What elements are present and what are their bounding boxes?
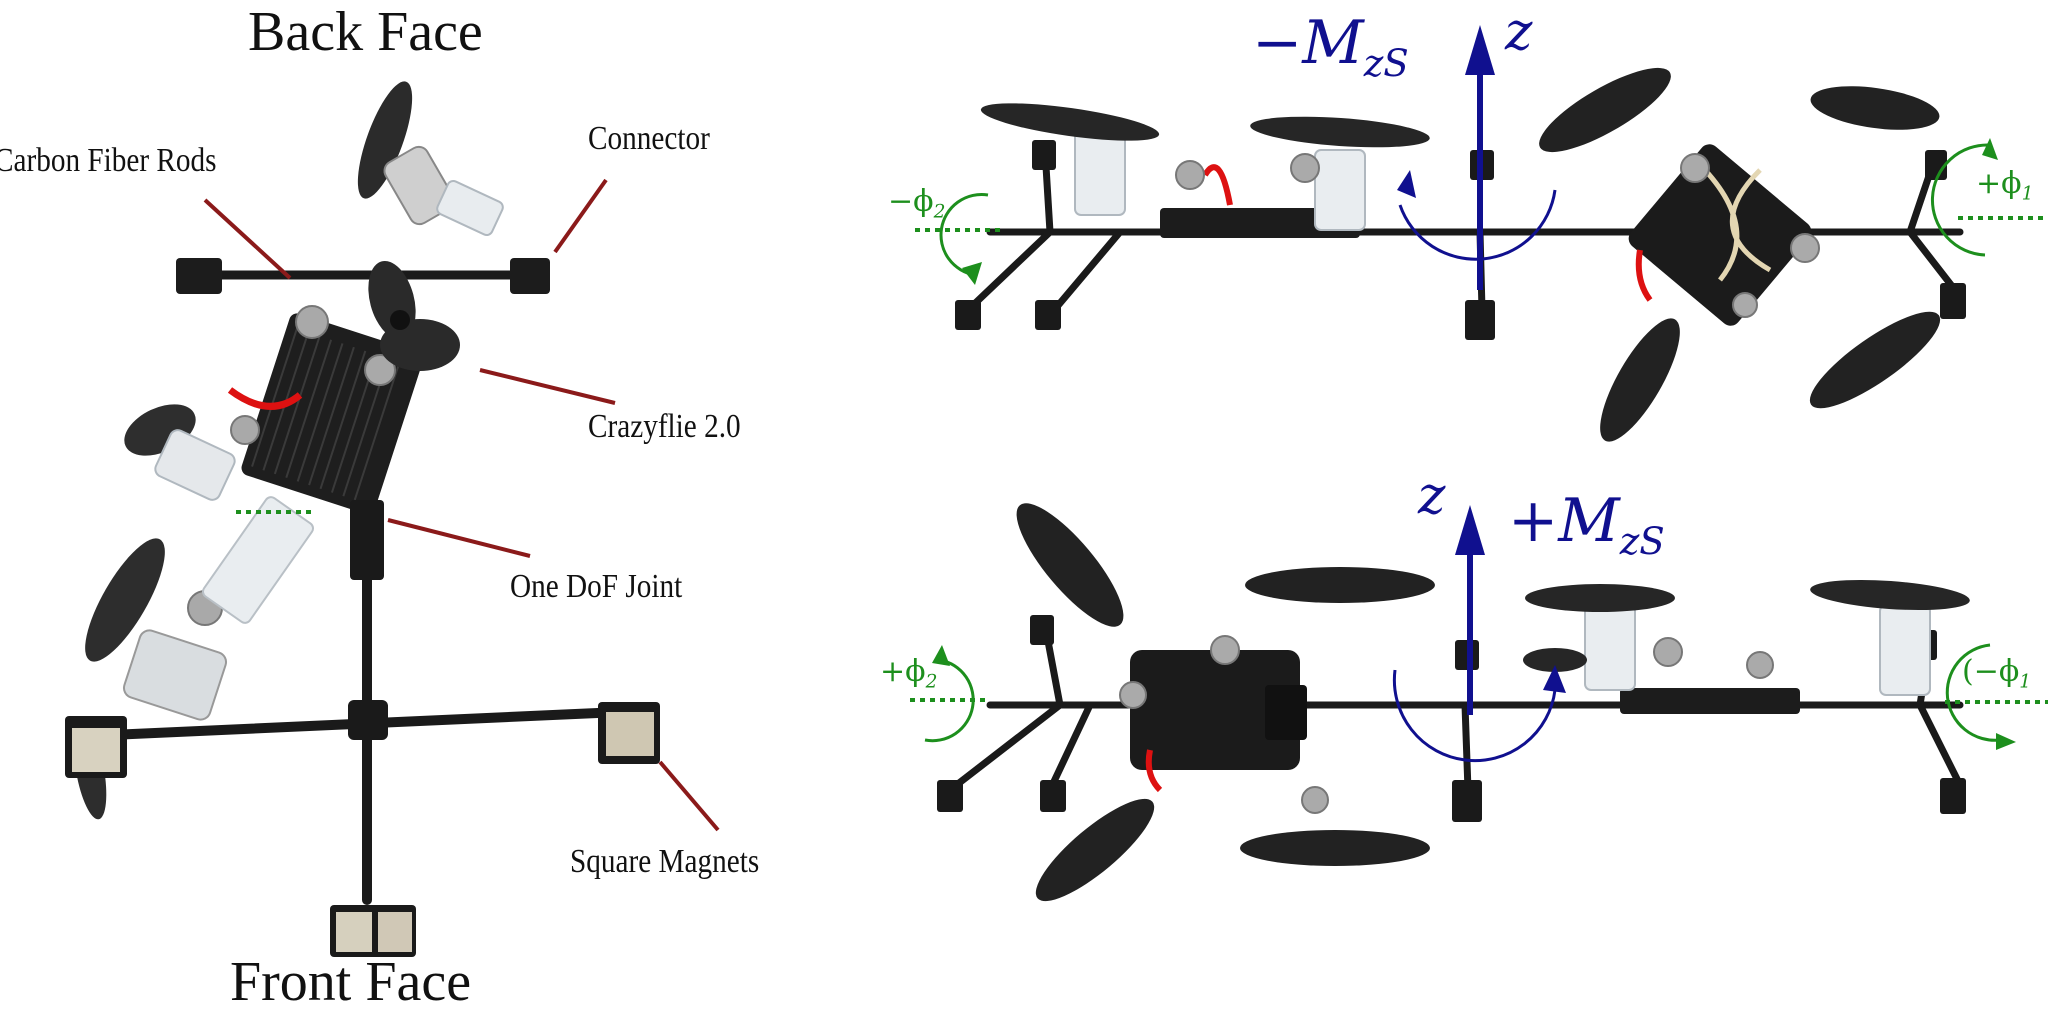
bottom-z-axis-label: z <box>1418 466 1446 526</box>
top-phi-left-symbol: −ϕ <box>888 184 934 219</box>
bottom-phi-right-subscript: 1 <box>2019 671 2032 693</box>
top-moment-label: −MzS <box>1252 8 1409 85</box>
carbon-fiber-rods-label: Carbon Fiber Rods <box>0 142 217 179</box>
square-magnets-label: Square Magnets <box>570 843 760 880</box>
bottom-right-drone-photo <box>910 503 2048 902</box>
top-phi-right-symbol: +ϕ <box>1976 166 2022 201</box>
rod-end-block <box>176 258 222 294</box>
bottom-phi-left-symbol: +ϕ <box>880 654 926 689</box>
bottom-phi-right-symbol: (−ϕ <box>1962 654 2020 689</box>
bottom-phi-left-label: +ϕ2 <box>880 654 937 693</box>
leader-lines <box>203 178 720 832</box>
top-phi-left-subscript: 2 <box>933 201 946 223</box>
bottom-moment-symbol: +M <box>1508 486 1620 556</box>
bottom-moment-subscript: zS <box>1619 519 1665 564</box>
bottom-moment-label: +MzS <box>1508 486 1665 563</box>
crazyflie-label: Crazyflie 2.0 <box>588 408 741 445</box>
top-phi-left-label: −ϕ2 <box>888 184 945 223</box>
top-right-drone-photo <box>915 25 2048 442</box>
top-phi-right-label: +ϕ1 <box>1976 166 2033 205</box>
front-face-label: Front Face <box>230 951 472 1013</box>
one-dof-joint-label: One DoF Joint <box>510 568 683 605</box>
top-moment-symbol: −M <box>1252 8 1364 78</box>
one-dof-joint <box>350 500 384 580</box>
left-drone-photo <box>65 81 720 957</box>
connector-block <box>510 258 550 294</box>
top-moment-subscript: zS <box>1363 41 1409 86</box>
bottom-phi-right-label: (−ϕ1 <box>1962 654 2031 693</box>
bottom-phi-left-subscript: 2 <box>925 671 938 693</box>
back-face-label: Back Face <box>248 1 483 63</box>
top-z-axis-label: z <box>1505 2 1533 62</box>
connector-label: Connector <box>588 120 710 157</box>
top-phi-right-subscript: 1 <box>2021 183 2034 205</box>
